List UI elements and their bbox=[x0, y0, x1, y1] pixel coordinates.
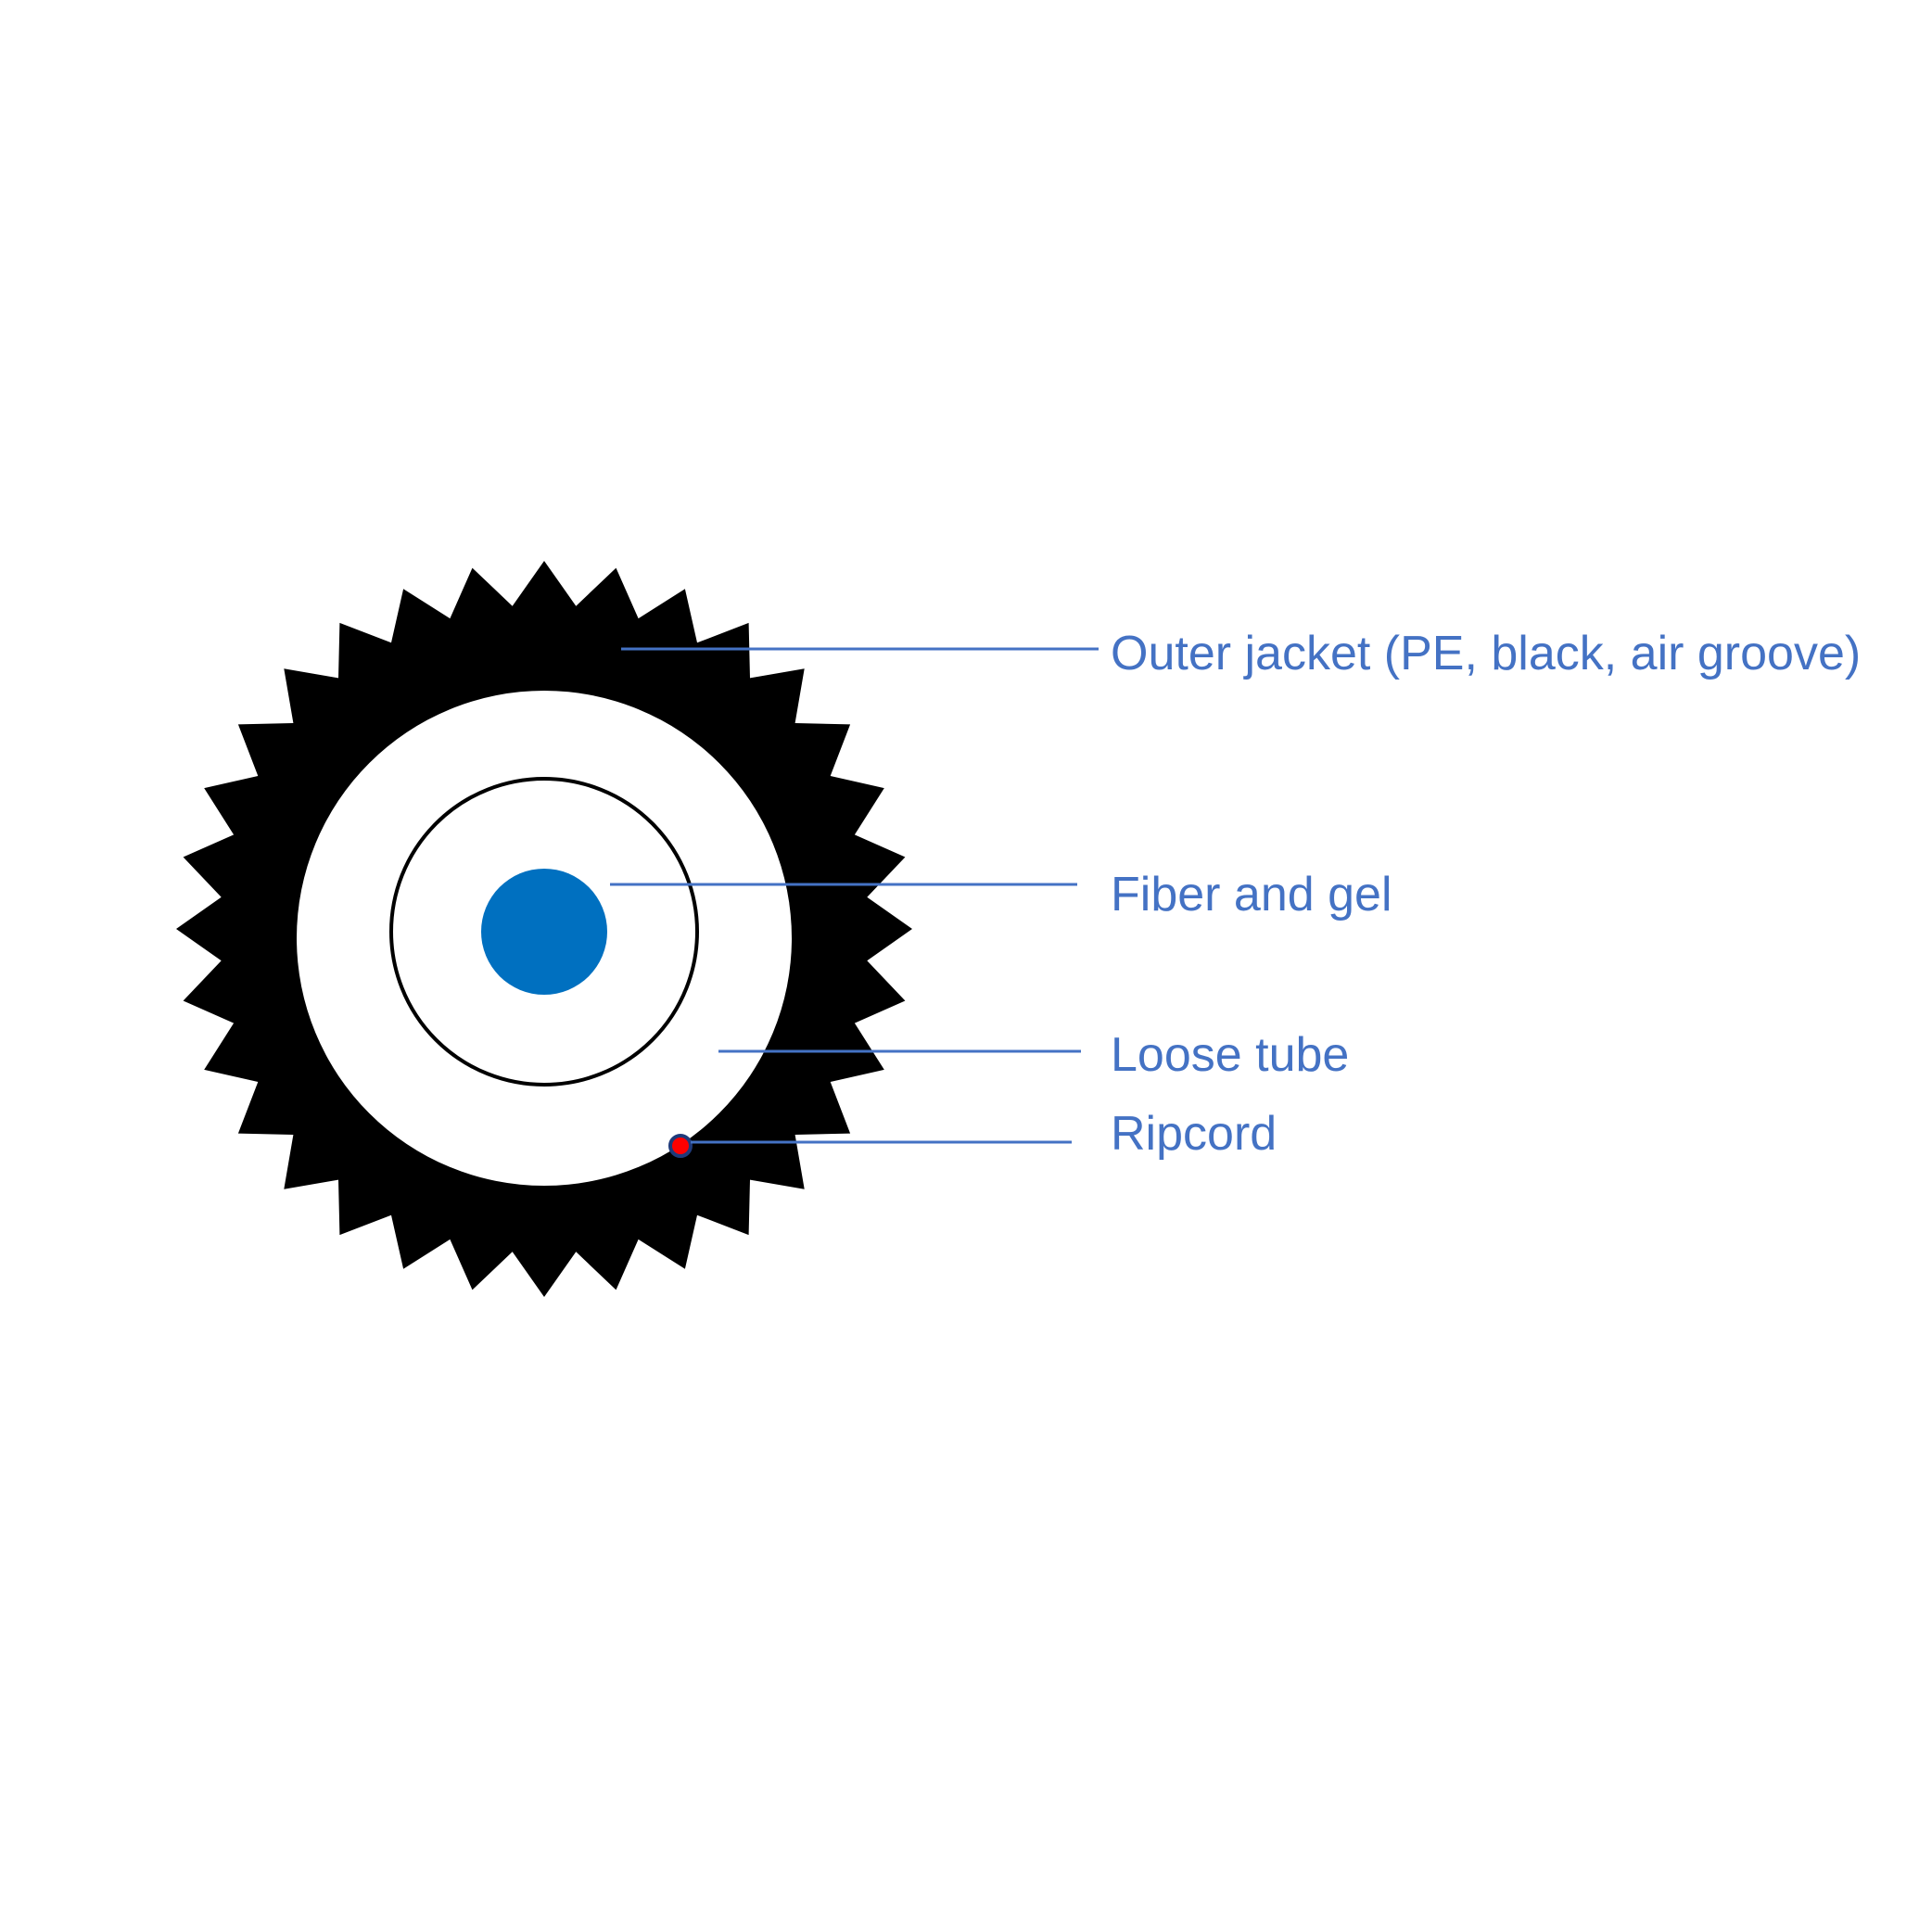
ripcord-dot bbox=[668, 1134, 693, 1158]
label-loose-tube: Loose tube bbox=[1111, 1028, 1349, 1082]
loose-tube bbox=[389, 777, 699, 1087]
label-fiber-and-gel: Fiber and gel bbox=[1111, 868, 1392, 922]
label-outer-jacket: Outer jacket (PE, black, air groove) bbox=[1111, 627, 1861, 680]
leader-lines bbox=[610, 647, 1099, 1144]
fiber-and-gel-core bbox=[481, 869, 607, 995]
callout-labels: Outer jacket (PE, black, air groove) Fib… bbox=[1111, 627, 1861, 1161]
label-ripcord: Ripcord bbox=[1111, 1107, 1277, 1161]
cable-cross-section bbox=[176, 561, 912, 1297]
